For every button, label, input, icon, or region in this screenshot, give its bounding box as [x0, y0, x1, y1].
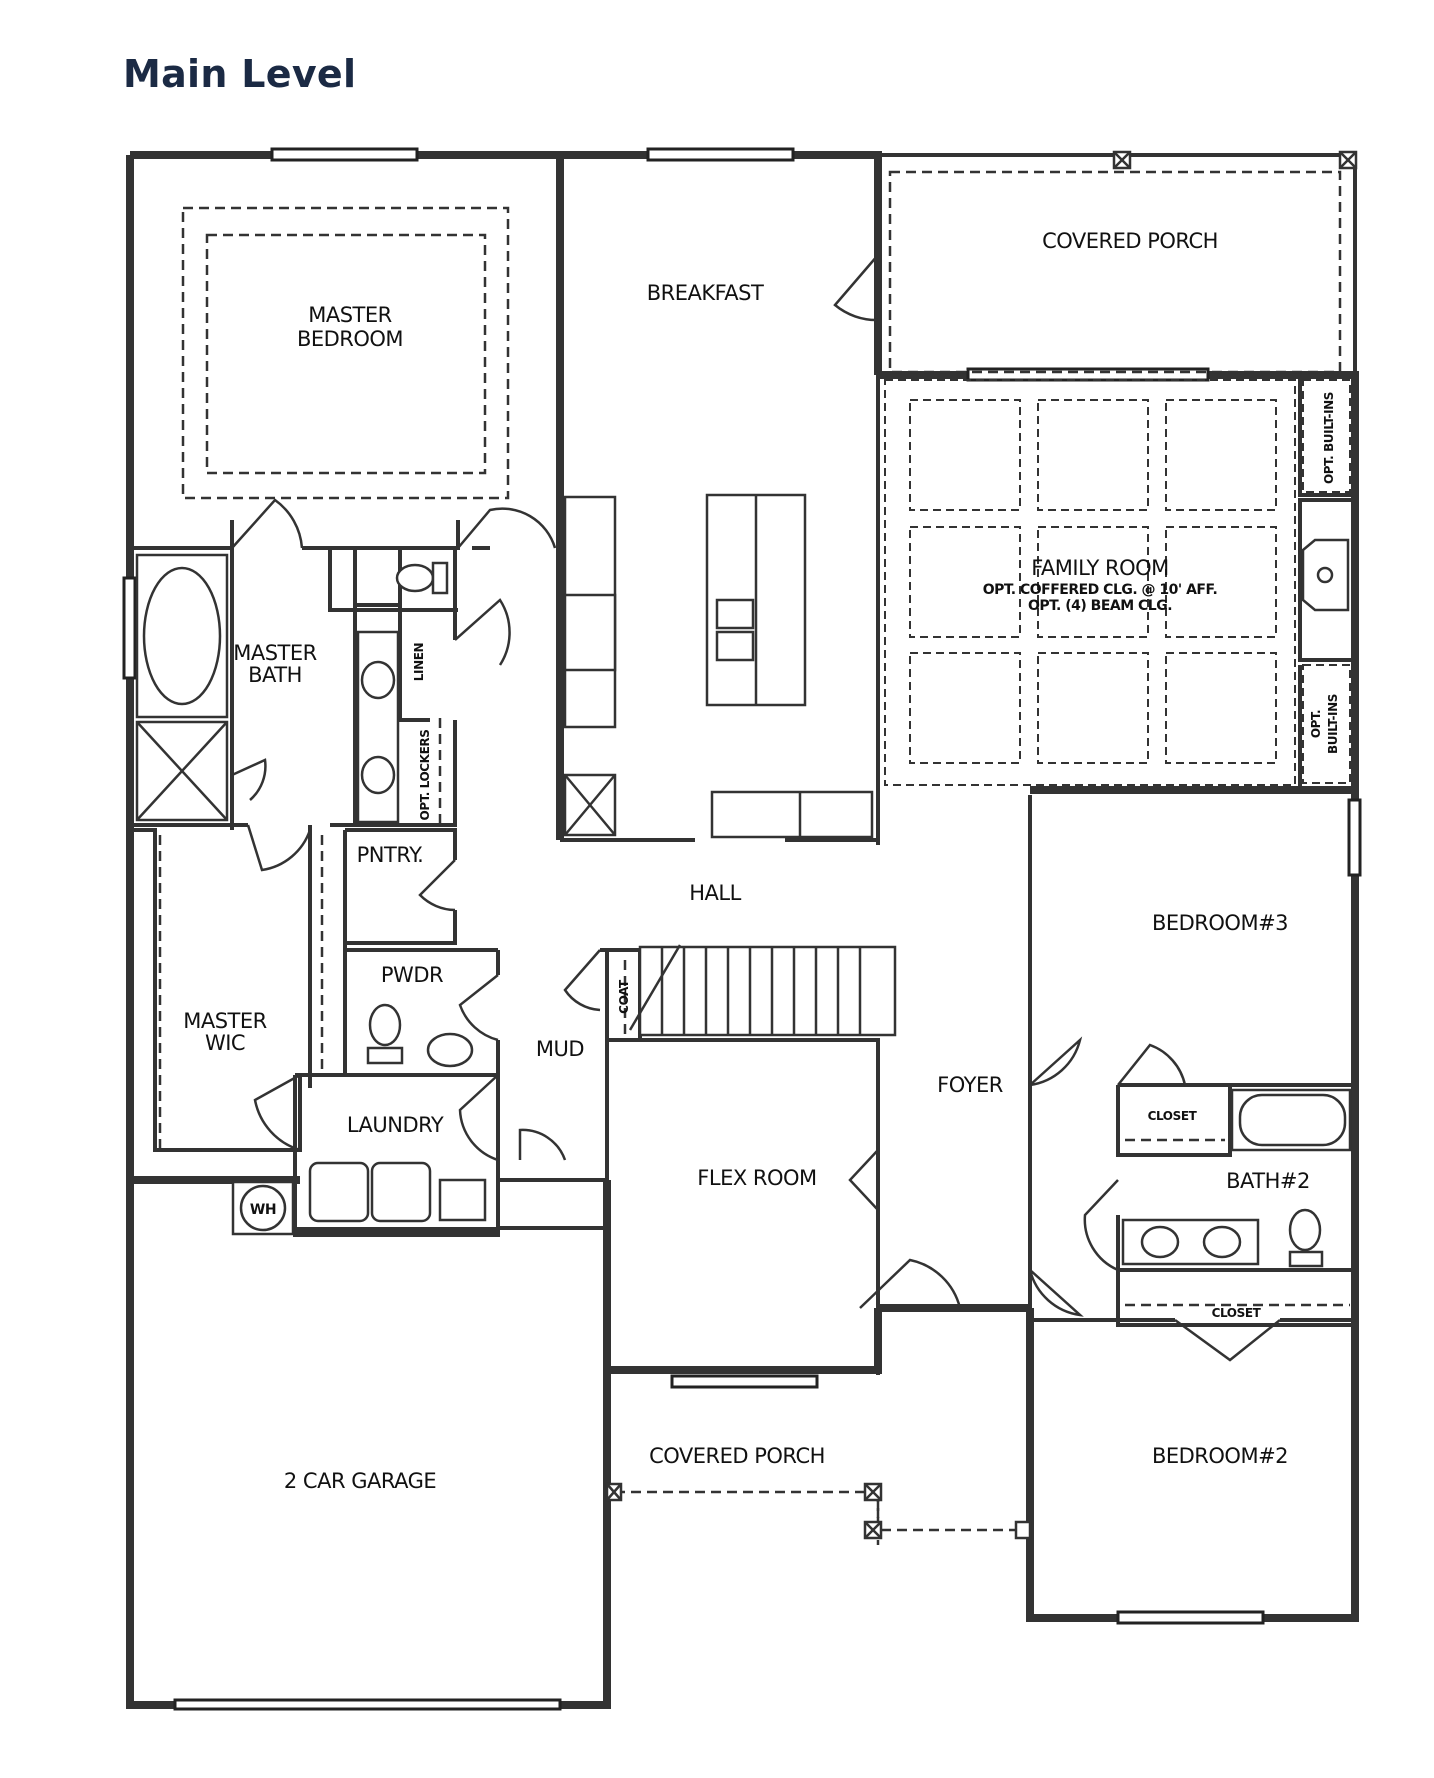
doors [231, 254, 1281, 1362]
interior-walls [130, 375, 1357, 1375]
porch-posts [605, 150, 1358, 1540]
label-opt-built-ins-lower-2: BUILT-INS [1326, 694, 1340, 754]
label-wh: WH [250, 1202, 276, 1218]
label-family-room: FAMILY ROOM [1031, 556, 1169, 580]
ceiling-dashes [158, 170, 1351, 1545]
label-bedroom2: BEDROOM#2 [1152, 1444, 1288, 1468]
label-mud: MUD [536, 1037, 584, 1061]
label-bedroom3: BEDROOM#3 [1152, 911, 1288, 935]
windows [122, 147, 1362, 1711]
label-master-bedroom-2: BEDROOM [297, 327, 403, 351]
page-title: Main Level [123, 52, 357, 96]
room-labels: MASTER BEDROOM BREAKFAST COVERED PORCH F… [183, 229, 1340, 1493]
label-family-room-note2: OPT. (4) BEAM CLG. [1028, 598, 1172, 614]
label-bath2: BATH#2 [1226, 1169, 1310, 1193]
label-opt-lockers: OPT. LOCKERS [418, 730, 432, 821]
label-opt-built-ins-upper: OPT. BUILT-INS [1322, 392, 1336, 484]
label-family-room-note1: OPT. COFFERED CLG. @ 10' AFF. [983, 582, 1218, 598]
label-closet-upper: CLOSET [1148, 1109, 1198, 1123]
label-breakfast: BREAKFAST [647, 281, 764, 305]
kitchen [563, 493, 897, 1037]
label-laundry: LAUNDRY [347, 1113, 444, 1137]
label-closet-lower: CLOSET [1212, 1306, 1262, 1320]
label-master-wic-2: WIC [205, 1031, 245, 1055]
label-covered-porch-front: COVERED PORCH [649, 1444, 825, 1468]
label-covered-porch-rear: COVERED PORCH [1042, 229, 1218, 253]
label-master-bedroom-1: MASTER [308, 303, 392, 327]
label-pantry: PNTRY. [357, 843, 424, 867]
label-flex-room: FLEX ROOM [697, 1166, 816, 1190]
label-garage: 2 CAR GARAGE [284, 1469, 436, 1493]
fixtures [135, 538, 1352, 1268]
label-foyer: FOYER [937, 1073, 1003, 1097]
label-linen: LINEN [412, 643, 426, 681]
label-hall: HALL [689, 881, 741, 905]
label-coat: COAT [617, 979, 631, 1014]
label-pwdr: PWDR [381, 963, 443, 987]
label-master-bath-1: MASTER [233, 641, 317, 665]
label-master-bath-2: BATH [248, 663, 302, 687]
label-opt-built-ins-lower-1: OPT. [1309, 710, 1323, 738]
label-master-wic-1: MASTER [183, 1009, 267, 1033]
